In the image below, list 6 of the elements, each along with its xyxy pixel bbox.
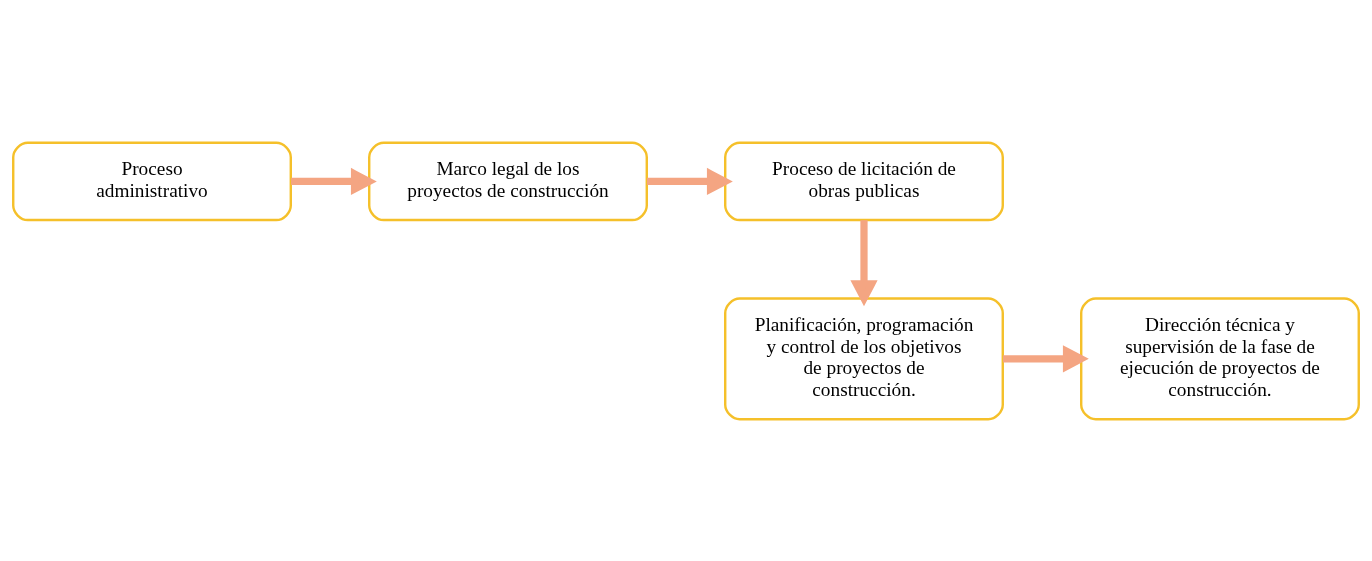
node-box: Proceso administrativo — [12, 141, 292, 221]
node-box: Dirección técnica y supervisión de la fase de ejecución de proyectos de construcción. — [1080, 296, 1360, 420]
node-box: Marco legal de los proyectos de construcción — [368, 141, 648, 221]
arrow — [850, 219, 878, 306]
node-box: Proceso de licitación de obras publicas — [724, 141, 1004, 221]
node-box: Planificación, programación y control de los objetivos de proyectos de construcción. — [724, 296, 1004, 420]
